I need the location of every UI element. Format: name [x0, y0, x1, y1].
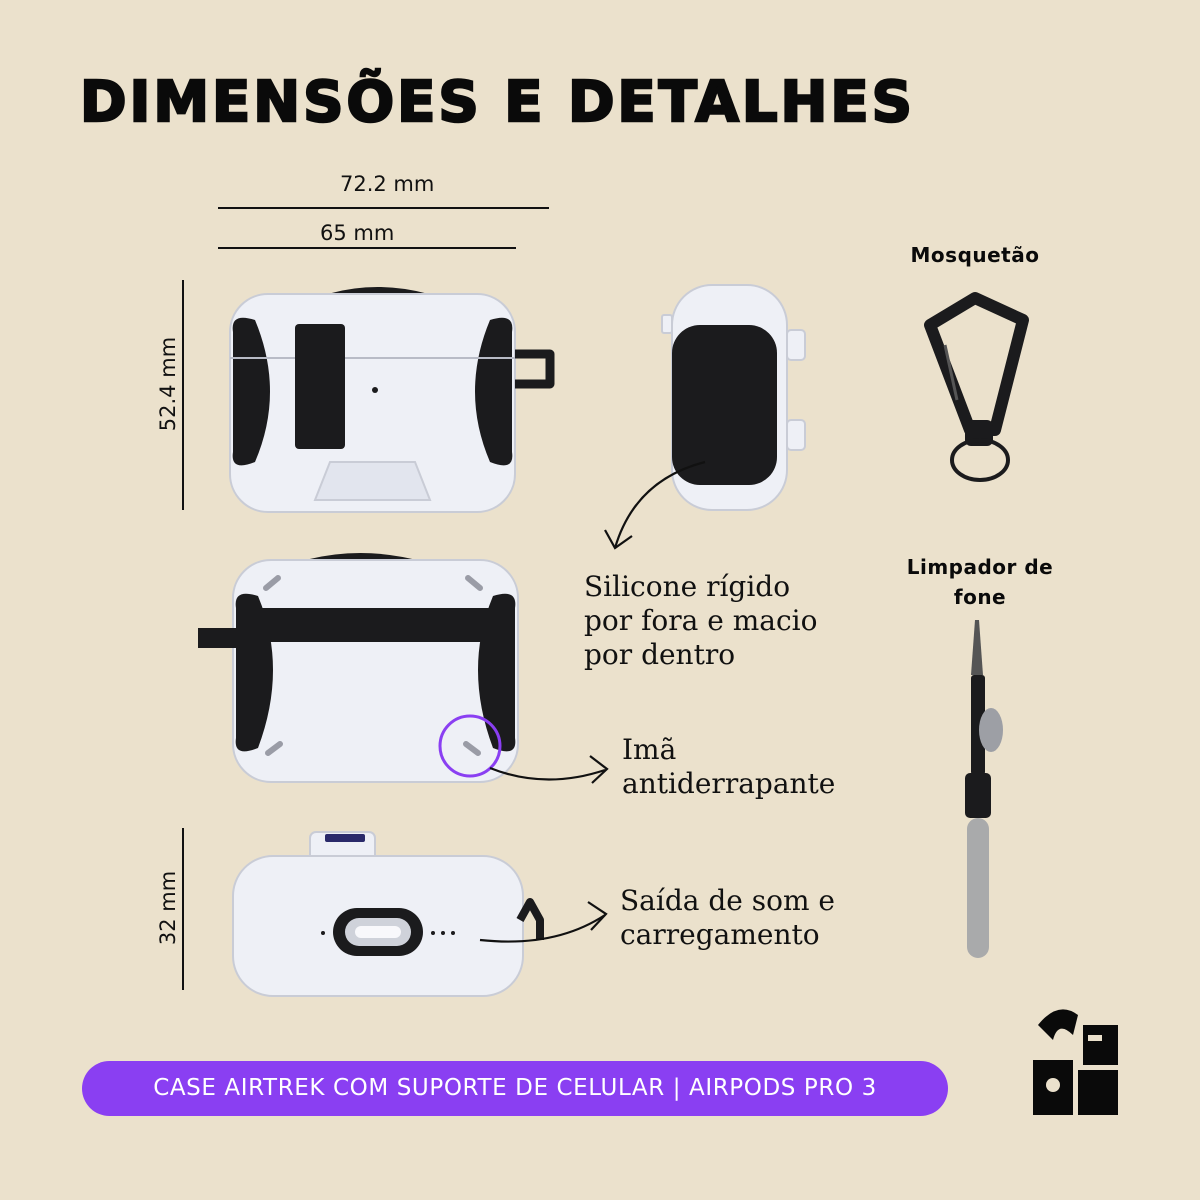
height-line [182, 280, 184, 510]
case-back-image [198, 553, 519, 783]
footer-text: CASE AIRTREK COM SUPORTE DE CELULAR | AI… [153, 1075, 877, 1101]
brand-logo [1033, 1009, 1118, 1115]
outer-width-line [218, 207, 549, 209]
carabiner-title: Mosquetão [910, 243, 1040, 267]
case-front-image [229, 287, 555, 513]
cleaner-image [965, 620, 1003, 958]
inner-width-line [218, 247, 516, 249]
cleaner-title: Limpador de fone [906, 555, 1054, 609]
height-label: 52.4 mm [156, 336, 180, 432]
case-bottom-image [232, 831, 544, 997]
footer-banner [82, 1061, 948, 1116]
port-callout: Saída de som e carregamento [620, 884, 835, 951]
page-title: DIMENSÕES E DETALHES [79, 69, 916, 137]
outer-width-label: 72.2 mm [340, 172, 435, 196]
depth-label: 32 mm [156, 870, 180, 946]
inner-width-label: 65 mm [320, 221, 395, 245]
carabiner-image [924, 292, 1029, 482]
depth-line [182, 828, 184, 990]
magnet-callout: Imã antiderrapante [622, 733, 836, 800]
case-side-image [661, 284, 806, 511]
silicone-callout: Silicone rígido por fora e macio por den… [584, 570, 818, 671]
